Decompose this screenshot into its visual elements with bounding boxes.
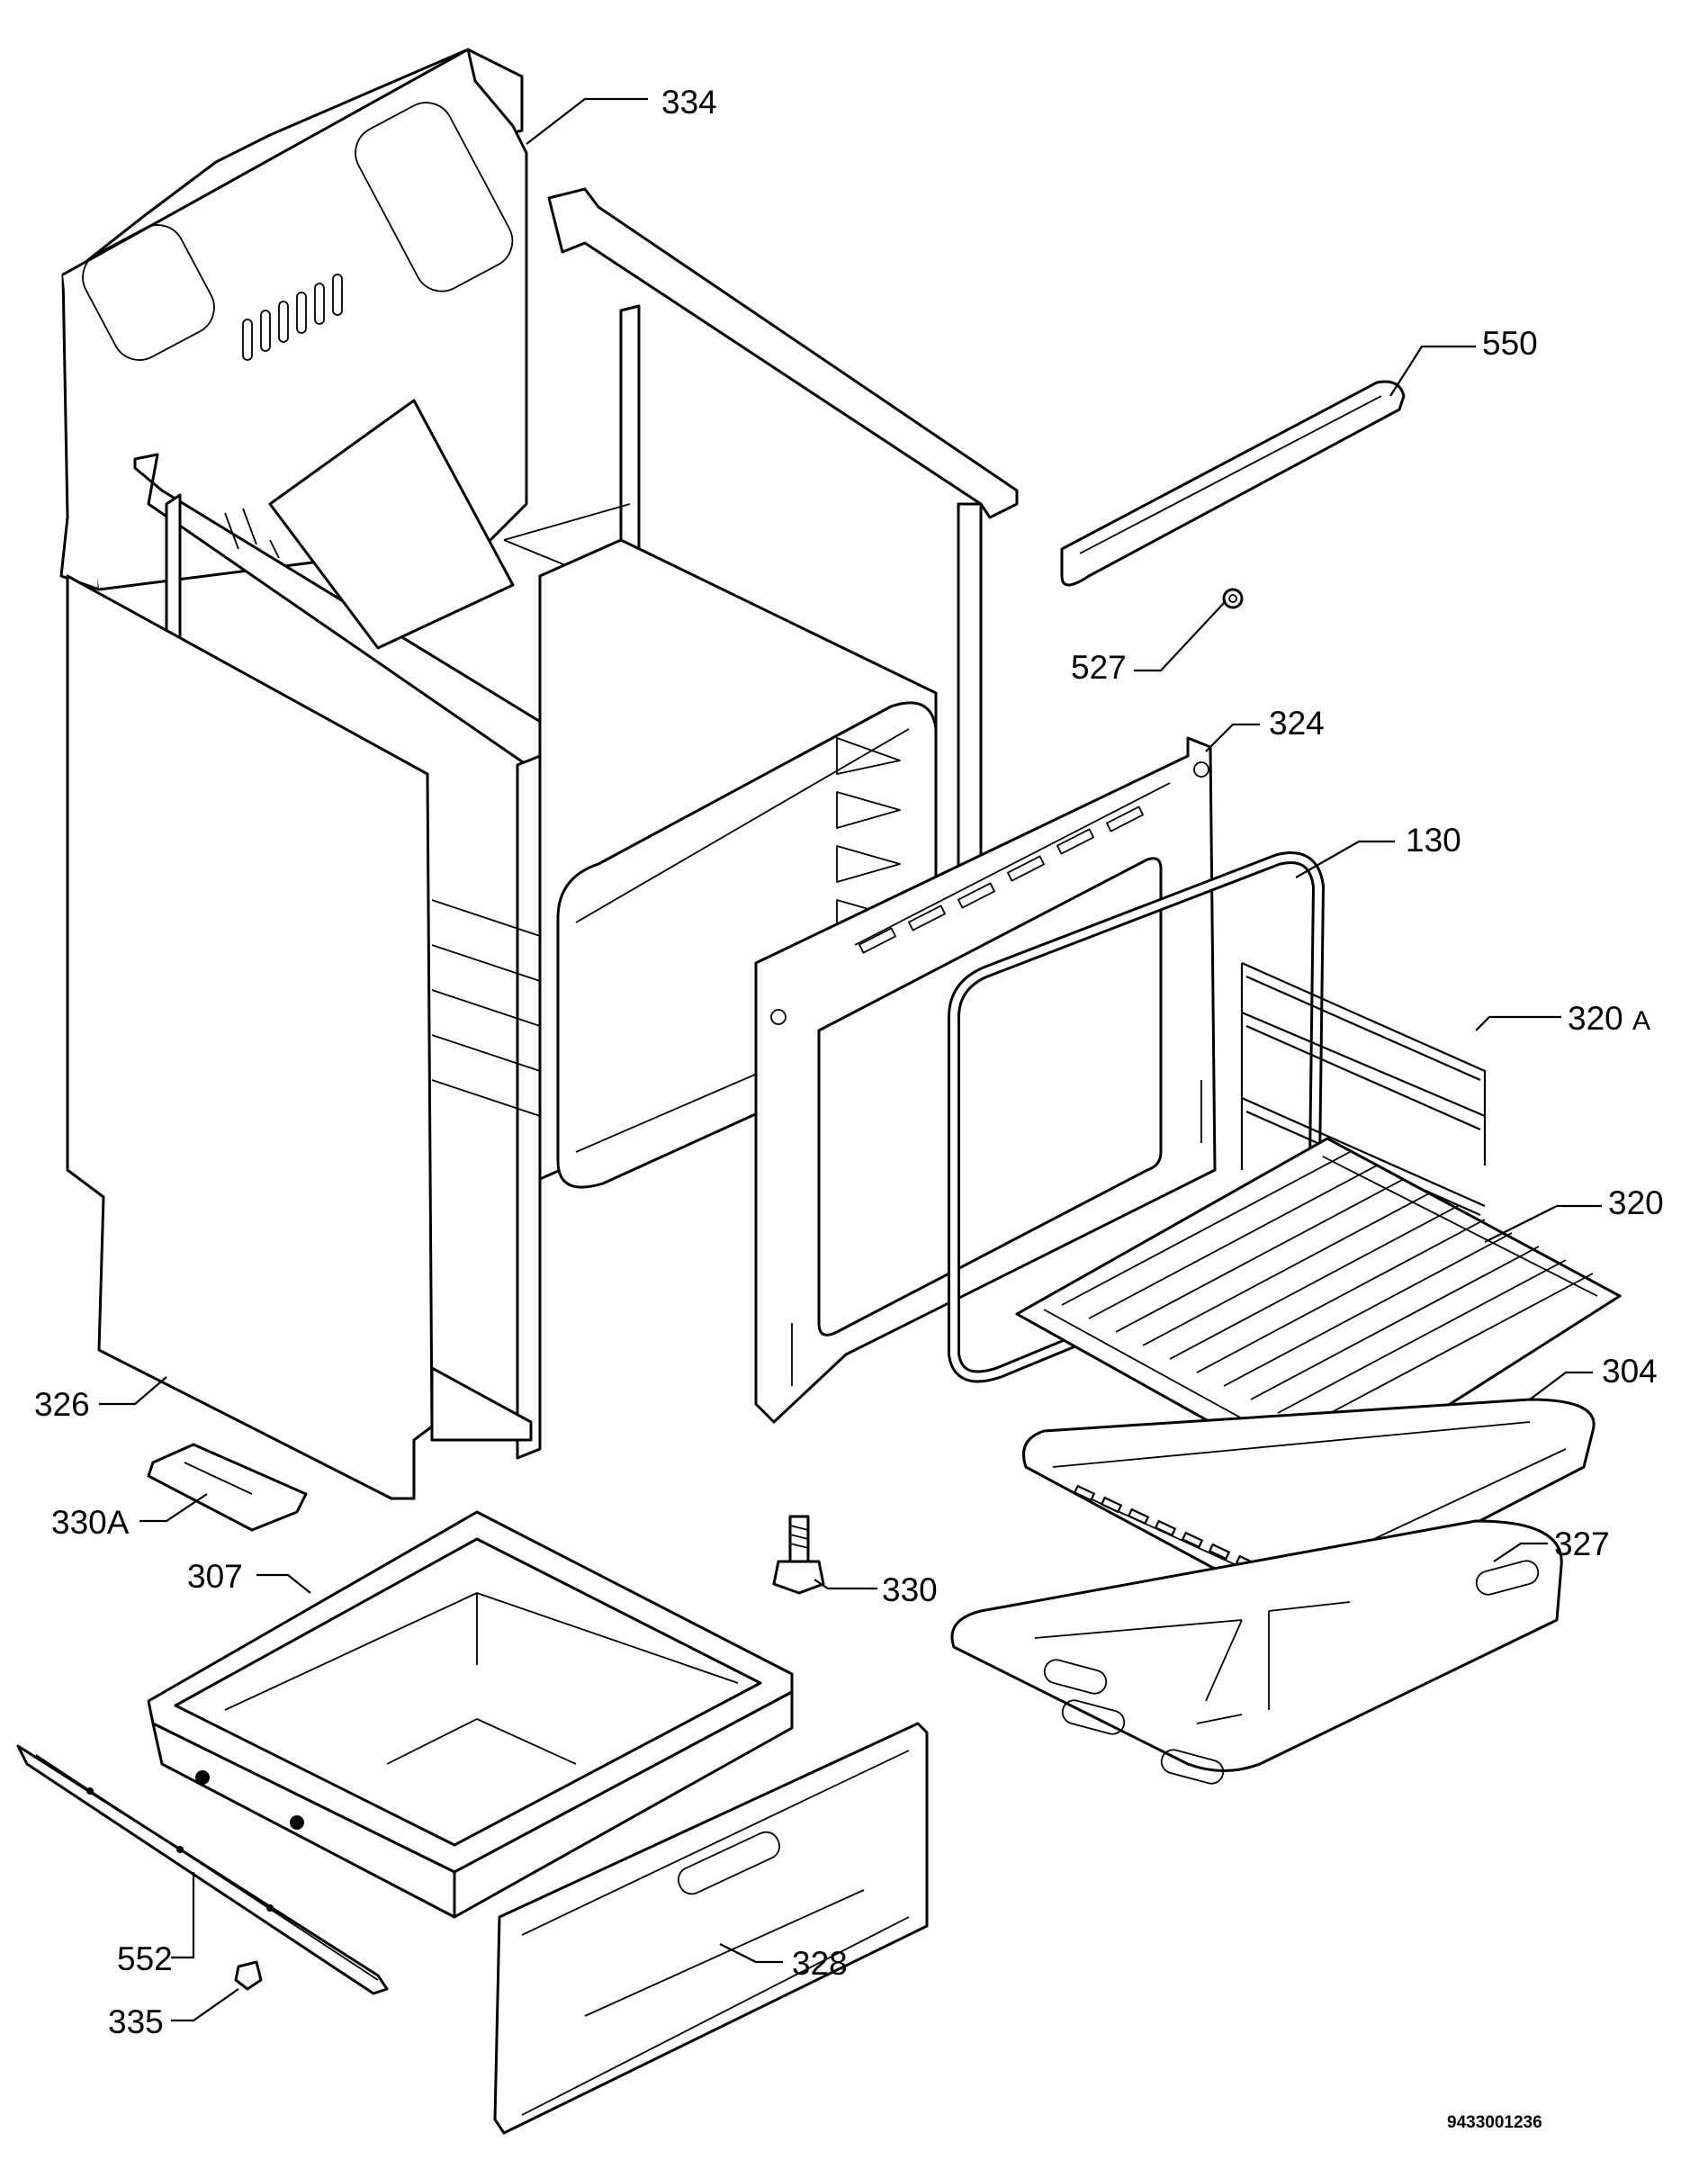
part-328-drawer-front bbox=[493, 1722, 929, 2135]
part-130-gasket bbox=[948, 851, 1325, 1383]
document-number: 9433001236 bbox=[1447, 2113, 1542, 2132]
part-326-side-panel bbox=[66, 574, 541, 1500]
label-550: 550 bbox=[1482, 325, 1538, 362]
part-552-slide-rail bbox=[16, 1744, 389, 1995]
label-304: 304 bbox=[1602, 1353, 1658, 1390]
label-330: 330 bbox=[882, 1571, 938, 1608]
label-327: 327 bbox=[1554, 1526, 1610, 1562]
part-527-clip bbox=[1222, 588, 1244, 609]
label-328: 328 bbox=[792, 1945, 848, 1982]
label-320a: 320 A bbox=[1568, 1002, 1650, 1035]
label-335: 335 bbox=[108, 2003, 164, 2040]
part-330-bolt bbox=[772, 1515, 825, 1595]
leader-lines bbox=[99, 97, 1602, 2022]
part-335-screw bbox=[234, 1960, 263, 1991]
label-552: 552 bbox=[117, 1940, 173, 1977]
part-307-drawer bbox=[147, 1510, 794, 1919]
label-320a-number: 320 bbox=[1568, 1000, 1623, 1037]
label-130: 130 bbox=[1406, 822, 1461, 859]
part-550-trim bbox=[1060, 380, 1406, 587]
part-330a-bracket bbox=[147, 1443, 308, 1532]
part-324-front-frame bbox=[754, 736, 1217, 1424]
label-330a: 330A bbox=[51, 1504, 130, 1541]
label-324: 324 bbox=[1269, 705, 1325, 742]
label-320: 320 bbox=[1608, 1184, 1664, 1221]
part-327-bottom-plate bbox=[950, 1519, 1563, 1785]
label-326: 326 bbox=[34, 1386, 90, 1423]
label-527: 527 bbox=[1071, 649, 1127, 686]
label-320a-suffix: A bbox=[1632, 1006, 1651, 1036]
label-334: 334 bbox=[661, 84, 717, 121]
label-307: 307 bbox=[187, 1558, 243, 1595]
